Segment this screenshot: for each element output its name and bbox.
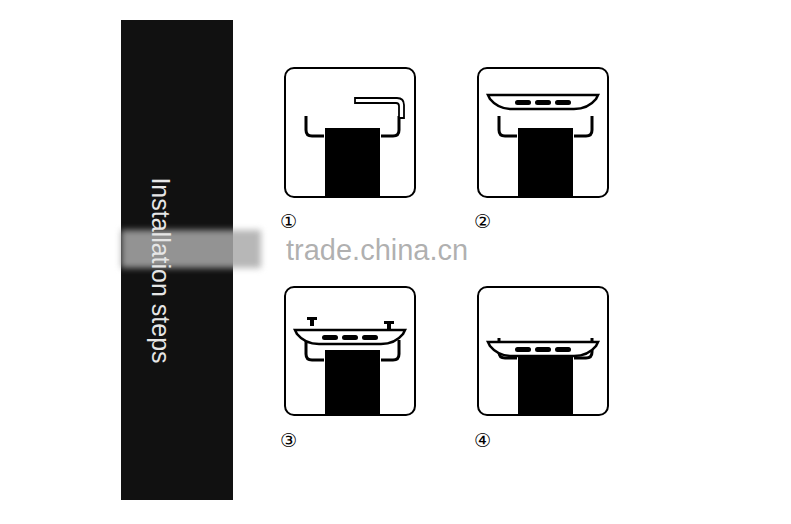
vertical-title: Installation steps [146,177,175,363]
callout-number: ③ [280,429,297,451]
title-bar: Installation steps [121,20,233,500]
callout-number: ② [474,210,491,232]
callout-number: ① [280,210,297,232]
callout-number: ④ [474,429,491,451]
watermark: trade.china.cn [286,234,468,267]
watermark-smear [121,230,261,268]
